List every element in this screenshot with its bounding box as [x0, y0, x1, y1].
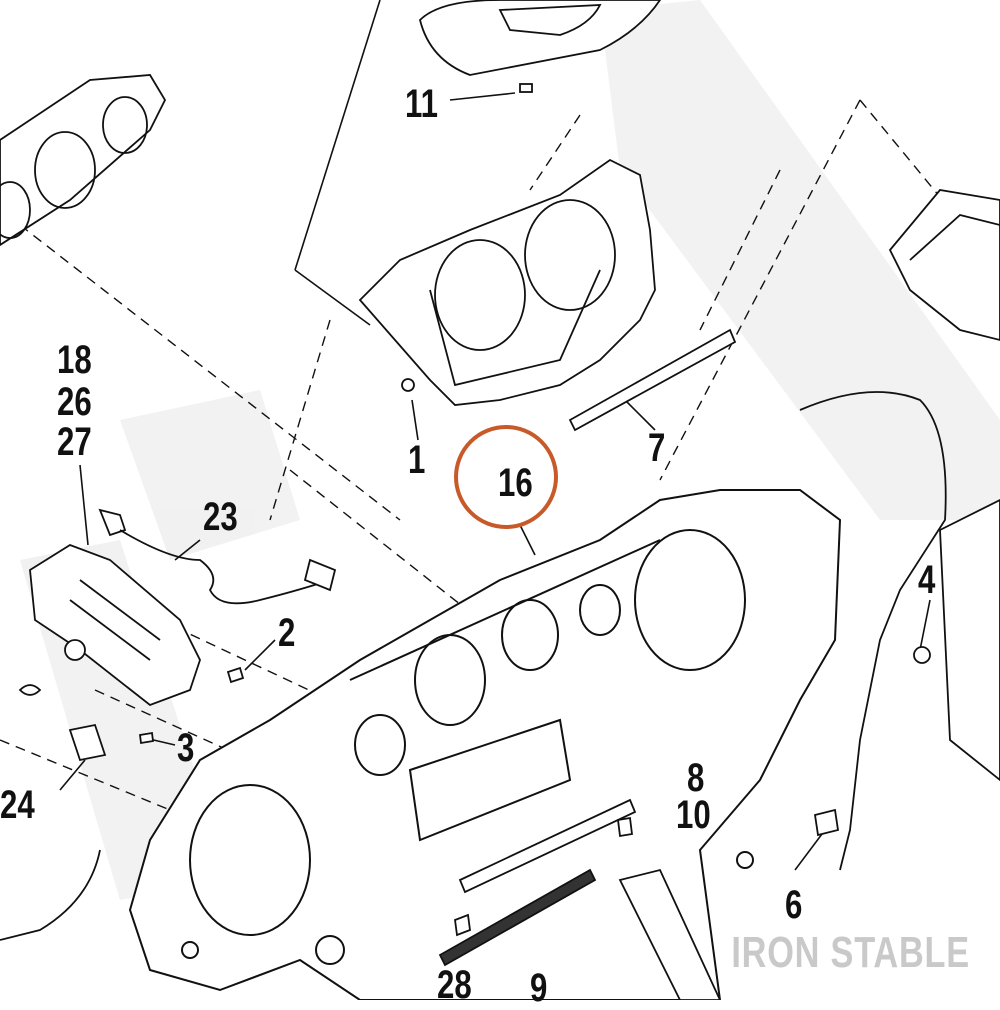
callout-27: 27	[57, 420, 92, 464]
gauge-bezel-part	[0, 74, 167, 247]
highlight-ring	[454, 425, 558, 529]
callout-7: 7	[648, 426, 666, 470]
callout-24: 24	[0, 783, 35, 827]
callout-1: 1	[408, 438, 426, 482]
callout-10: 10	[676, 793, 711, 837]
callout-8: 8	[687, 756, 705, 800]
brand-watermark: IRON STABLE	[731, 928, 970, 977]
right-bracket-part	[888, 189, 1000, 341]
callout-16: 16	[498, 461, 533, 505]
callout-11: 11	[405, 82, 438, 126]
inner-bracket-part	[358, 158, 656, 406]
callout-23: 23	[203, 495, 238, 539]
inner-fairing-part	[128, 489, 842, 1001]
right-trim-part	[0, 391, 1000, 941]
callout-4: 4	[918, 558, 936, 602]
hardware-parts	[18, 646, 931, 837]
callout-6: 6	[785, 883, 803, 927]
callout-9: 9	[530, 966, 548, 1010]
callout-3: 3	[177, 726, 195, 770]
callout-18: 18	[57, 338, 92, 382]
callout-26: 26	[57, 380, 92, 424]
trim-strip-part	[568, 328, 737, 432]
alignment-lines	[0, 99, 1000, 811]
top-trim-part	[419, 0, 662, 93]
callout-2: 2	[278, 611, 296, 655]
radio-module-part	[29, 508, 337, 707]
trim-strips	[438, 798, 722, 1001]
callout-28: 28	[437, 963, 472, 1007]
